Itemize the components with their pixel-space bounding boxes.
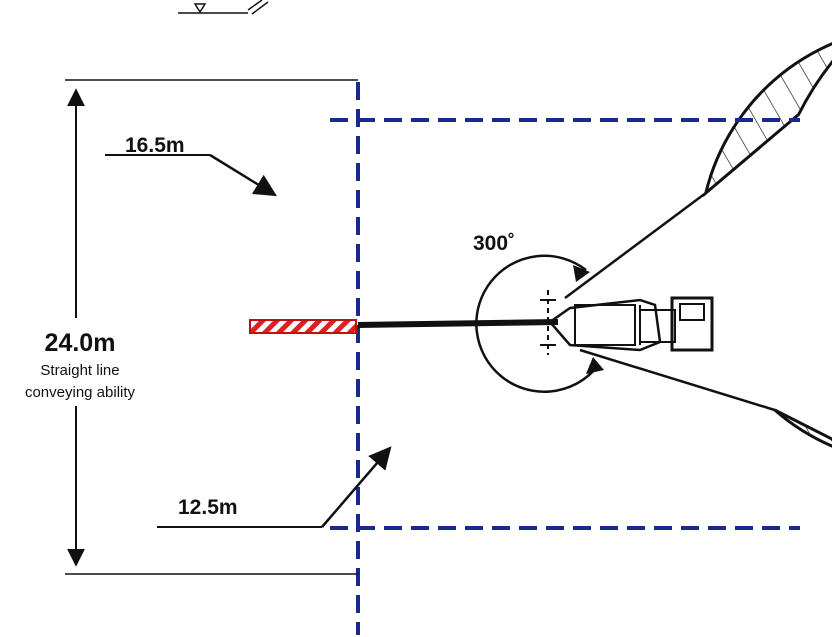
inner-radius-arrow	[321, 446, 392, 528]
span-label-bg	[12, 318, 152, 406]
span-label: 24.0m	[45, 329, 116, 357]
rotation-limit-lower	[579, 348, 776, 412]
rotation-arrow-top-icon	[573, 265, 590, 282]
rotation-arrow-bottom-icon	[586, 357, 604, 374]
top-marker-icon	[178, 0, 269, 15]
rotation-limit-upper	[564, 191, 707, 300]
boom-highlight	[249, 319, 357, 334]
outer-radius-arrow	[209, 153, 277, 197]
span-caption-line2: conveying ability	[25, 384, 136, 401]
working-range-area	[703, 42, 832, 448]
span-caption-line1: Straight line	[40, 362, 119, 379]
truck-icon	[540, 290, 714, 355]
inner-radius-label: 12.5m	[178, 496, 238, 519]
rotation-label: 300˚	[473, 232, 515, 255]
outer-radius-label: 16.5m	[125, 134, 185, 157]
rotation-arc	[475, 254, 597, 393]
boom	[357, 319, 559, 328]
